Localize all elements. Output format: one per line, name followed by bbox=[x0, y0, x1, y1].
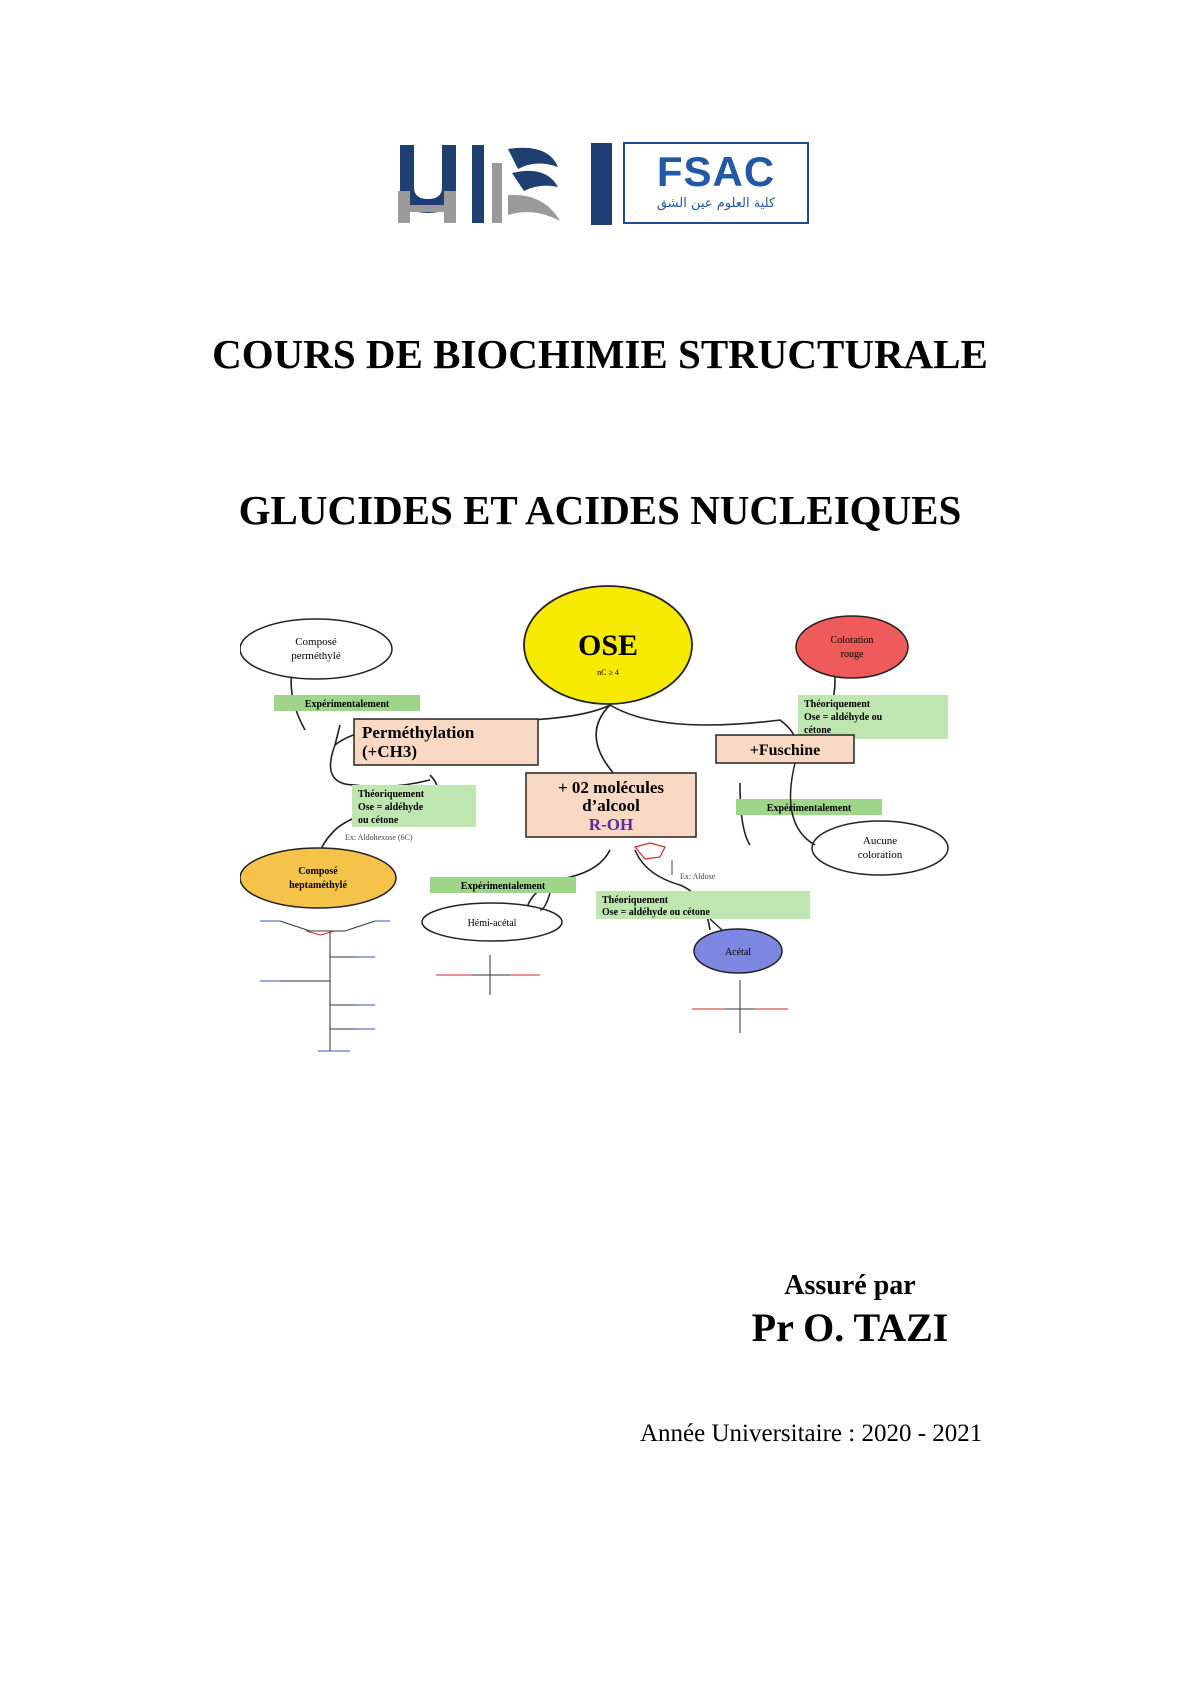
svg-text:d’alcool: d’alcool bbox=[582, 796, 640, 815]
alcool-node: + 02 molécules d’alcool R-OH bbox=[525, 772, 697, 838]
hemi-acetal-node: Hémi-acétal bbox=[421, 902, 563, 942]
ring-structure bbox=[633, 842, 666, 860]
fuschine-node: +Fuschine bbox=[715, 734, 855, 764]
experimentalement-label-1: Expérimentalement bbox=[274, 695, 420, 711]
svg-text:Expérimentalement: Expérimentalement bbox=[305, 699, 390, 710]
ose-node: OSE nC ≥ 4 bbox=[523, 585, 693, 705]
coloration-rouge-node: Coloration rouge bbox=[795, 615, 909, 679]
svg-text:R-OH: R-OH bbox=[589, 815, 633, 834]
coloration-rouge-line2: rouge bbox=[841, 649, 864, 660]
svg-text:Ose = aldéhyde: Ose = aldéhyde bbox=[358, 802, 424, 813]
svg-text:Aucune: Aucune bbox=[863, 835, 897, 847]
fsac-logo-arabic: كلية العلوم عين الشق bbox=[656, 196, 776, 211]
ose-concept-diagram: OSE nC ≥ 4 Composé perméthylé Coloration… bbox=[239, 585, 970, 1065]
svg-text:Ose = aldéhyde ou cétone: Ose = aldéhyde ou cétone bbox=[602, 907, 710, 918]
svg-text:Théoriquement: Théoriquement bbox=[602, 895, 669, 906]
hemi-acetal-structure bbox=[436, 955, 540, 995]
ex-aldose-label: Ex: Aldose bbox=[680, 872, 716, 881]
course-subtitle: GLUCIDES ET ACIDES NUCLEIQUES bbox=[238, 487, 962, 533]
permethylation-line2: (+CH3) bbox=[362, 742, 417, 761]
acetal-node: Acétal bbox=[693, 928, 783, 974]
heptamethyl-structure bbox=[260, 920, 390, 1052]
compose-permethyle-line2: perméthylé bbox=[291, 650, 341, 662]
ex-aldohexose-label: Ex: Aldohexose (6C) bbox=[345, 833, 413, 842]
fsac-logo: FSAC كلية العلوم عين الشق bbox=[623, 142, 809, 224]
svg-text:heptaméthylé: heptaméthylé bbox=[289, 880, 347, 891]
compose-permethyle-node: Composé perméthylé bbox=[239, 618, 393, 680]
course-title: COURS DE BIOCHIMIE STRUCTURALE bbox=[212, 331, 988, 377]
svg-text:Théoriquement: Théoriquement bbox=[358, 789, 425, 800]
logo-divider bbox=[591, 143, 612, 225]
svg-text:Composé: Composé bbox=[298, 866, 338, 877]
academic-year: Année Universitaire : 2020 - 2021 bbox=[640, 1420, 983, 1447]
assure-par-label: Assuré par bbox=[784, 1270, 916, 1301]
svg-text:Expérimentalement: Expérimentalement bbox=[461, 881, 546, 892]
experimentalement-label-3: Expérimentalement bbox=[430, 877, 576, 893]
svg-text:Acétal: Acétal bbox=[725, 947, 751, 958]
svg-text:Expérimentalement: Expérimentalement bbox=[767, 803, 852, 814]
university-logo bbox=[396, 143, 566, 225]
theoriquement-label-3: Théoriquement Ose = aldéhyde ou cétone bbox=[596, 891, 810, 919]
permethylation-line1: Perméthylation bbox=[362, 723, 475, 742]
svg-text:coloration: coloration bbox=[858, 849, 903, 861]
author-name: Pr O. TAZI bbox=[751, 1305, 949, 1350]
permethylation-node: Perméthylation (+CH3) bbox=[353, 718, 539, 766]
svg-text:ou cétone: ou cétone bbox=[358, 815, 399, 826]
svg-text:+Fuschine: +Fuschine bbox=[750, 742, 820, 759]
svg-text:cétone: cétone bbox=[804, 725, 832, 736]
svg-text:+ 02 molécules: + 02 molécules bbox=[558, 778, 664, 797]
svg-text:Théoriquement: Théoriquement bbox=[804, 699, 871, 710]
theoriquement-label-2: Théoriquement Ose = aldéhyde ou cétone bbox=[352, 785, 476, 827]
compose-heptamethyle-node: Composé heptaméthylé bbox=[239, 847, 397, 909]
theoriquement-label-1: Théoriquement Ose = aldéhyde ou cétone bbox=[798, 695, 948, 739]
svg-text:Hémi-acétal: Hémi-acétal bbox=[468, 918, 517, 929]
experimentalement-label-2: Expérimentalement bbox=[736, 799, 882, 815]
ose-sublabel: nC ≥ 4 bbox=[597, 668, 619, 677]
aucune-coloration-node: Aucune coloration bbox=[811, 820, 949, 876]
svg-text:Ose = aldéhyde ou: Ose = aldéhyde ou bbox=[804, 712, 883, 723]
acetal-structure bbox=[692, 980, 788, 1033]
ose-label: OSE bbox=[578, 629, 638, 662]
fsac-logo-text: FSAC bbox=[656, 148, 776, 195]
compose-permethyle-line1: Composé bbox=[295, 636, 337, 648]
coloration-rouge-line1: Coloration bbox=[831, 635, 874, 646]
